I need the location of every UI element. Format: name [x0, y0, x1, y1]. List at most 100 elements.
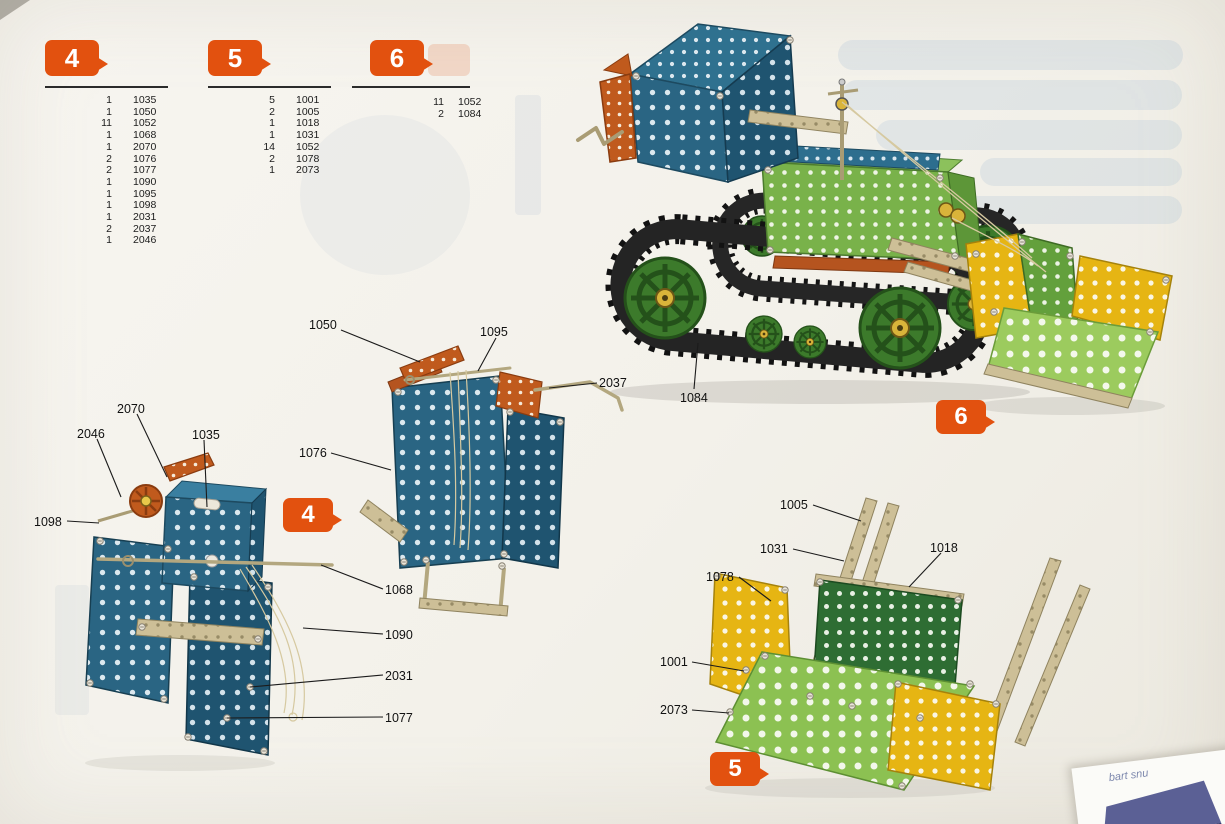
parts-list-row: 11 1052	[45, 118, 170, 130]
bleed-through-strip	[515, 95, 541, 215]
parts-list-row: 2 1076	[45, 152, 170, 166]
orange-strip-1050	[399, 345, 465, 383]
callout-1076: 1076	[299, 446, 327, 460]
bleed-through-bar	[842, 80, 1182, 110]
parts-list-4-rule	[45, 86, 168, 88]
orange-strip-2070	[163, 452, 215, 482]
part-number: 2031	[133, 211, 157, 224]
part-quantity: 1	[106, 199, 112, 212]
part-quantity: 1	[106, 175, 112, 188]
callout-2031: 2031	[385, 669, 413, 683]
part-quantity: 1	[269, 164, 275, 177]
front-orange-bracket	[599, 53, 637, 163]
parts-list-row: 1 2073	[208, 165, 333, 177]
axle-rod-1068	[96, 555, 334, 567]
blue-flag-panel	[85, 536, 175, 704]
callout-1077: 1077	[385, 711, 413, 725]
corner-card-graphic	[1100, 780, 1225, 824]
parts-list-row: 2 2037	[45, 222, 170, 236]
parts-list-row: 1 1068	[45, 129, 170, 142]
callout-1050: 1050	[309, 318, 337, 332]
callout-1031: 1031	[760, 542, 788, 556]
callout-1084: 1084	[680, 391, 708, 405]
metal-strip	[135, 618, 265, 646]
cab	[628, 23, 799, 184]
part-number: 1076	[133, 152, 157, 165]
shadow	[975, 397, 1165, 415]
part-quantity: 1	[269, 117, 275, 130]
part-quantity: 2	[106, 222, 112, 235]
parts-list-5-rule	[208, 86, 331, 88]
page-corner-shade	[0, 0, 30, 20]
parts-list-4-badge: 4	[45, 40, 108, 76]
diagram-step-4-badge: 4	[283, 498, 342, 532]
part-quantity: 1	[106, 94, 112, 106]
parts-list-5-badge: 5	[208, 40, 271, 76]
callout-2046: 2046	[77, 427, 105, 441]
parts-list-row: 1 2046	[45, 235, 170, 247]
parts-list-6-rule	[352, 86, 470, 88]
mast-and-pulley	[827, 78, 859, 180]
callout-2073: 2073	[660, 703, 688, 717]
bleed-through-strip	[55, 585, 89, 715]
part-quantity: 5	[269, 94, 275, 106]
crank-handle	[576, 126, 624, 146]
part-number: 1005	[296, 105, 320, 118]
track-wheel	[860, 288, 940, 368]
threads-1090	[239, 564, 305, 722]
bleed-through-bar	[838, 40, 1183, 70]
part-quantity: 1	[106, 105, 112, 118]
track-wheel	[744, 314, 784, 354]
part-number: 2037	[133, 222, 157, 235]
blue-panel	[501, 407, 565, 569]
callout-1078: 1078	[706, 570, 734, 584]
part-number: 1052	[296, 140, 320, 153]
part-number: 2046	[133, 234, 157, 247]
callout-1035: 1035	[192, 428, 220, 442]
part-quantity: 1	[106, 129, 112, 142]
metal-strip	[359, 499, 409, 543]
shadow	[610, 380, 1030, 404]
callout-1098: 1098	[34, 515, 62, 529]
strings	[841, 101, 1047, 273]
part-quantity: 11	[101, 117, 112, 130]
part-number: 1084	[458, 107, 482, 120]
orange-wheel-2046	[97, 484, 163, 523]
part-number: 2073	[296, 164, 320, 177]
shadow	[85, 755, 275, 771]
callout-1001: 1001	[660, 655, 688, 669]
bleed-through-bar	[876, 120, 1182, 150]
track-wheel	[625, 258, 705, 338]
part-quantity: 2	[106, 152, 112, 165]
callout-1018: 1018	[930, 541, 958, 555]
blue-box	[161, 480, 268, 593]
diagram-step-5-badge: 5	[710, 752, 769, 786]
model-4-middle-assembly-illustration	[359, 345, 624, 617]
part-number: 1052	[133, 117, 157, 130]
bucket	[965, 232, 1173, 409]
bleed-through-bar	[980, 158, 1182, 186]
overlapping-page-corner: bart snu	[1071, 744, 1225, 824]
parts-list-row: 1 2031	[45, 211, 170, 224]
part-number: 1050	[133, 105, 157, 118]
blue-flag-panel	[185, 572, 273, 756]
callout-1095: 1095	[480, 325, 508, 339]
part-quantity: 2	[438, 107, 444, 120]
part-quantity: 1	[106, 211, 112, 224]
part-number: 1077	[133, 164, 157, 177]
part-quantity: 1	[106, 234, 112, 247]
part-quantity: 1	[106, 140, 112, 153]
part-quantity: 2	[269, 105, 275, 118]
part-number: 1031	[296, 129, 320, 142]
part-number: 1068	[133, 129, 157, 142]
part-quantity: 2	[269, 152, 275, 165]
part-quantity: 2	[106, 164, 112, 177]
